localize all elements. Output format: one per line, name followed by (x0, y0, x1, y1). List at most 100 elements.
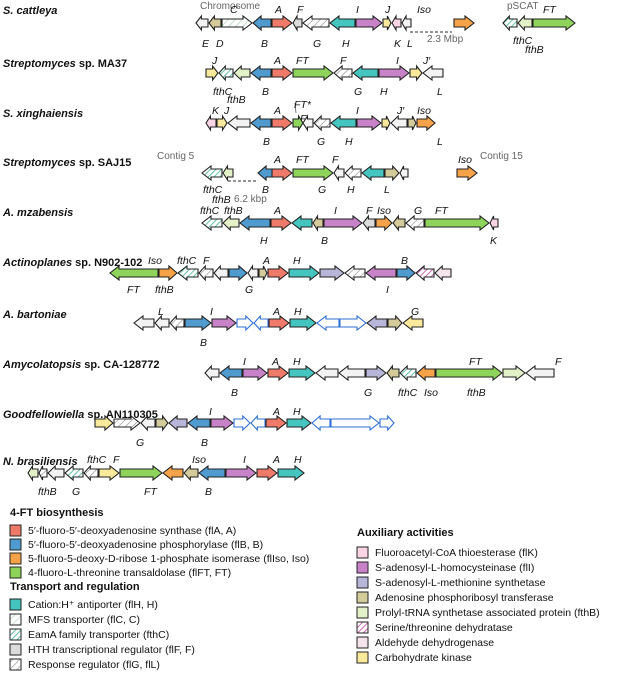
legend-label: Carbohydrate kinase (375, 652, 472, 664)
svg-text:I: I (334, 205, 337, 217)
gene-arrow (201, 164, 223, 182)
gene-arrow (140, 414, 156, 432)
svg-text:A: A (272, 454, 280, 466)
gene-arrow (205, 114, 217, 132)
svg-text:L: L (158, 306, 164, 318)
legend-item: Fluoroacetyl-CoA thioesterase (flK) (356, 546, 538, 559)
gene-arrow (271, 64, 293, 82)
svg-text:FT: FT (543, 4, 557, 16)
svg-text:H: H (347, 184, 355, 196)
gene-arrow (344, 264, 366, 282)
gene-arrow (323, 214, 363, 232)
organism-label: Streptomyces sp. MA37 (3, 58, 127, 70)
legend-swatch (9, 552, 22, 565)
svg-text:B: B (263, 136, 270, 148)
gene-arrow (236, 314, 254, 332)
gene-arrow (288, 364, 316, 382)
legend-label: 5′-fluoro-5′-deoxyadenosine synthase (fl… (28, 525, 236, 537)
svg-text:F: F (332, 154, 339, 166)
svg-text:I: I (396, 55, 399, 67)
svg-text:K: K (490, 235, 498, 247)
svg-text:Iso: Iso (424, 387, 438, 399)
gene-arrow (247, 264, 259, 282)
gene-arrow (250, 64, 272, 82)
gene-arrow (198, 464, 226, 482)
gene-arrow (399, 364, 417, 382)
svg-text:G: G (364, 387, 372, 399)
svg-text:F: F (555, 356, 562, 368)
gene-arrow (38, 465, 48, 481)
organism-label: S. xinghaiensis (3, 108, 83, 120)
gene-arrow (250, 414, 266, 432)
gene-arrow (379, 414, 395, 432)
svg-text:F: F (297, 4, 304, 16)
legend-swatch (356, 651, 369, 664)
svg-text:I: I (210, 306, 213, 318)
gene-arrow (362, 214, 376, 232)
legend-swatch (9, 524, 22, 537)
gene-arrow (502, 14, 518, 32)
gene-arrow (311, 414, 331, 432)
svg-text:FT: FT (435, 205, 449, 217)
svg-text:B: B (231, 387, 238, 399)
svg-text:FT: FT (127, 284, 141, 296)
gene-arrow (213, 264, 229, 282)
svg-text:FT: FT (296, 154, 310, 166)
gene-arrow (329, 14, 356, 32)
svg-text:fthB: fthB (224, 205, 243, 217)
gene-arrows (27, 13, 576, 482)
svg-text:FT: FT (296, 55, 310, 67)
gene-arrow (330, 414, 380, 432)
svg-text:H: H (294, 306, 302, 318)
gene-arrow (292, 114, 304, 132)
svg-text:A: A (273, 205, 281, 217)
gene-arrow (416, 364, 436, 382)
gene-arrow (416, 114, 436, 132)
svg-text:F: F (300, 113, 307, 125)
gene-arrow (195, 14, 209, 32)
organism-label: A. bartoniae (2, 309, 67, 321)
gene-arrow (162, 464, 184, 482)
legend-label: Adenosine phosphoribosyl transferase (375, 592, 554, 604)
organism-label: Actinoplanes sp. N902-102 (2, 257, 142, 269)
gene-arrow (233, 64, 251, 82)
organism-label: S. cattleya (3, 5, 57, 17)
gene-arrow (210, 414, 234, 432)
svg-text:fthC: fthC (513, 35, 533, 47)
pscat-note: pSCAT (507, 1, 539, 12)
legend-swatch (356, 636, 369, 649)
gene-arrow (271, 114, 293, 132)
gene-arrow (47, 464, 65, 482)
gene-arrow (258, 265, 268, 281)
legend-item: HTH transcriptional regulator (flF, F) (9, 643, 195, 656)
gene-arrow (315, 364, 339, 382)
svg-text:G: G (245, 284, 253, 296)
legend-item: Carbohydrate kinase (356, 651, 472, 664)
legend: 5′-fluoro-5′-deoxyadenosine synthase (fl… (9, 524, 600, 671)
gene-arrow (355, 14, 383, 32)
gene-arrow (392, 214, 406, 232)
legend-swatch (356, 561, 369, 574)
svg-text:L: L (407, 38, 413, 50)
svg-text:B: B (321, 235, 328, 247)
gene-arrow (316, 314, 340, 332)
svg-text:fthC: fthC (87, 454, 107, 466)
svg-text:J′: J′ (396, 105, 405, 117)
svg-text:fthB: fthB (467, 387, 486, 399)
gene-arrow (302, 14, 330, 32)
legend-item: Serine/threonine dehydratase (356, 621, 513, 634)
gene-arrow (386, 364, 400, 382)
gene-arrow (407, 115, 417, 131)
gene-arrow (265, 414, 287, 432)
legend-item: 4-fluoro-L-threonine transaldolase (flFT… (9, 566, 231, 579)
gene-arrow (208, 14, 222, 32)
svg-text:I: I (356, 105, 359, 117)
gene-arrow (242, 364, 268, 382)
svg-text:Iso: Iso (192, 454, 206, 466)
gene-arrow (366, 314, 388, 332)
gene-arrow (361, 164, 385, 182)
gene-arrow (250, 114, 272, 132)
svg-text:A: A (262, 255, 270, 267)
pointer-line (294, 102, 297, 114)
gene-arrow (184, 314, 212, 332)
